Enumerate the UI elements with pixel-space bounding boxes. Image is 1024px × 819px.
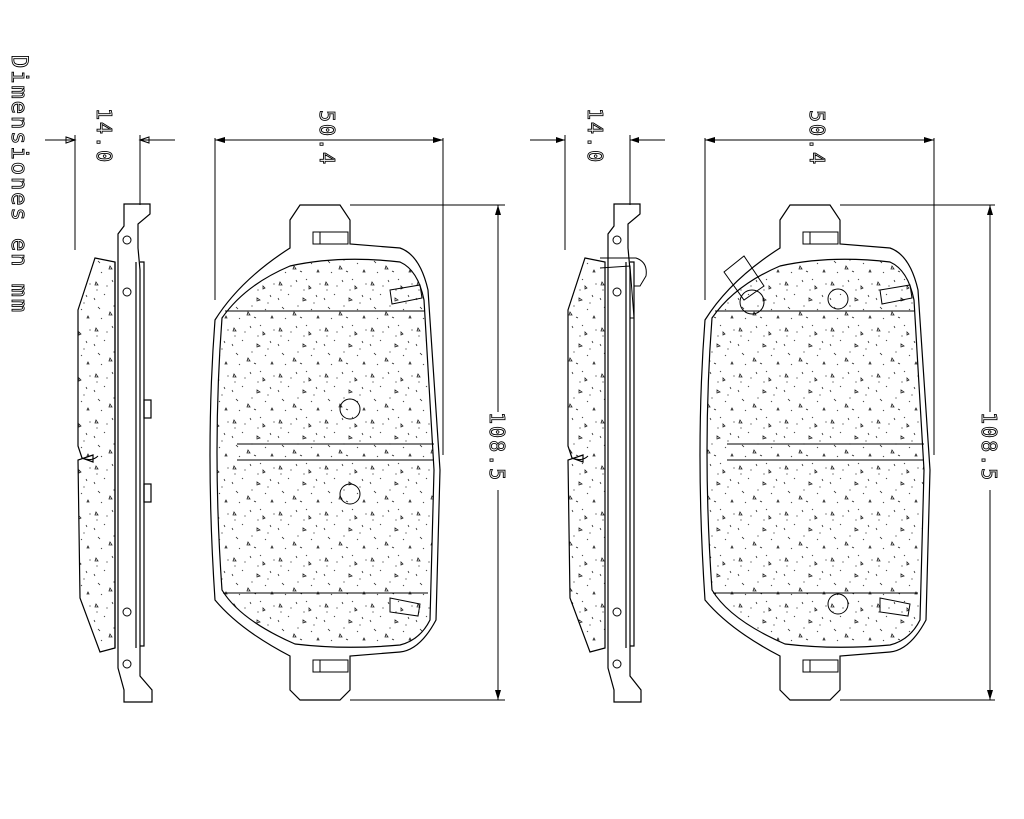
dim-width-right: 50.4 — [805, 110, 829, 166]
units-caption: Dimensiones en mm — [6, 55, 31, 314]
friction-face-right — [699, 137, 935, 701]
height-dim-right — [840, 204, 995, 701]
dim-thickness-right: 14.0 — [583, 108, 607, 164]
height-dim-left — [350, 204, 505, 701]
dim-height-right: 108.5 — [977, 412, 1001, 482]
side-profile-left — [45, 135, 175, 703]
side-profile-right — [530, 135, 665, 703]
dim-width-left: 50.4 — [315, 110, 339, 166]
dim-thickness-left: 14.0 — [92, 108, 116, 164]
dim-height-left: 108.5 — [485, 412, 509, 482]
friction-face-left — [209, 137, 444, 701]
